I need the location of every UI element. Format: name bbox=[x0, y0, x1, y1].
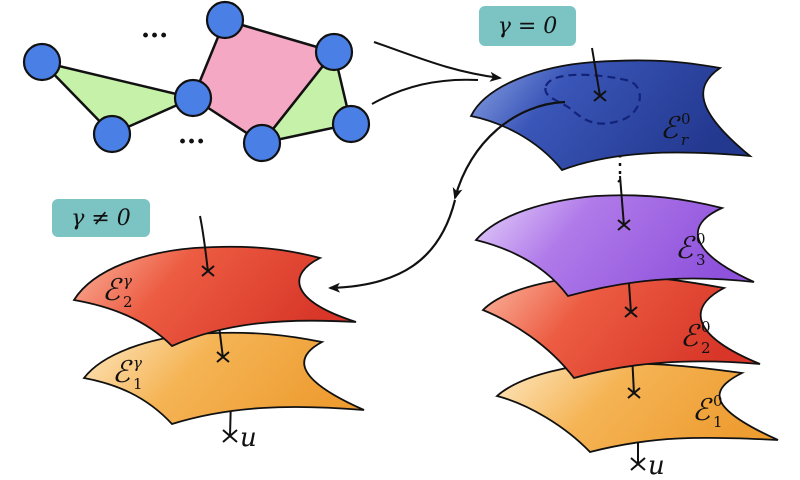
fiber-line-stack-top bbox=[617, 179, 621, 183]
green-face-right bbox=[260, 50, 353, 145]
hypergraph: ··· ··· bbox=[22, 0, 371, 163]
graph-node bbox=[314, 32, 354, 72]
label-e2-gamma: ℰ γ 2 bbox=[102, 272, 133, 311]
svg-text:0: 0 bbox=[681, 110, 691, 128]
svg-text:ℰ: ℰ bbox=[112, 355, 133, 390]
svg-text:γ: γ bbox=[133, 354, 142, 372]
fiber-mark-right-1 bbox=[627, 387, 641, 399]
u-label-left: u bbox=[240, 423, 257, 453]
svg-text:r: r bbox=[681, 131, 689, 149]
svg-text:ℰ: ℰ bbox=[102, 273, 123, 308]
svg-text:2: 2 bbox=[701, 339, 711, 357]
label-er-zero: ℰ 0 r bbox=[660, 110, 691, 149]
graph-node bbox=[173, 78, 213, 118]
sheet-e2-zero bbox=[481, 275, 761, 380]
graph-dots-top: ··· bbox=[141, 21, 168, 51]
fiber-line-top bbox=[591, 47, 601, 97]
sheet-e1-zero bbox=[495, 362, 779, 454]
svg-text:ℰ: ℰ bbox=[692, 393, 713, 428]
sheet-er-zero bbox=[469, 59, 753, 172]
gamma-nonzero-badge: γ ≠ 0 bbox=[52, 199, 150, 237]
arrow-sheet-to-gamma-stack bbox=[452, 100, 566, 200]
fiber-line-left-2 bbox=[199, 215, 209, 273]
u-label-right: u bbox=[648, 451, 665, 480]
svg-text:γ: γ bbox=[123, 272, 132, 290]
graph-node bbox=[205, 0, 245, 40]
label-e3-zero: ℰ 0 3 bbox=[675, 230, 706, 269]
svg-text:3: 3 bbox=[696, 251, 706, 269]
svg-text:0: 0 bbox=[713, 392, 723, 410]
label-e2-zero: ℰ 0 2 bbox=[680, 318, 711, 357]
svg-text:2: 2 bbox=[123, 293, 133, 311]
dashed-region bbox=[544, 73, 641, 125]
svg-text:ℰ: ℰ bbox=[660, 111, 681, 146]
svg-text:1: 1 bbox=[133, 375, 143, 393]
svg-text:ℰ: ℰ bbox=[675, 231, 696, 266]
label-e1-zero: ℰ 0 1 bbox=[692, 392, 723, 431]
graph-node bbox=[331, 104, 371, 144]
fiber-mark-u-right bbox=[630, 457, 646, 471]
gamma-zero-label: γ = 0 bbox=[497, 13, 558, 39]
svg-text:ℰ: ℰ bbox=[680, 319, 701, 354]
fiber-line-right-3 bbox=[619, 175, 625, 227]
sheet-e3-zero bbox=[474, 194, 755, 298]
graph-node bbox=[22, 42, 62, 82]
svg-text:1: 1 bbox=[713, 413, 723, 431]
svg-text:0: 0 bbox=[701, 318, 711, 336]
connector-graph-to-sheet-lower bbox=[371, 78, 479, 105]
label-e1-gamma: ℰ γ 1 bbox=[112, 354, 143, 393]
arrow-gamma-to-left-sheet bbox=[328, 199, 457, 293]
arrow-graph-to-sheet-upper bbox=[373, 41, 502, 82]
fiber-mark-left-2 bbox=[201, 265, 215, 277]
gamma-nonzero-label: γ ≠ 0 bbox=[71, 205, 131, 231]
graph-dots-bottom: ··· bbox=[178, 127, 205, 157]
sheet-e2-gamma bbox=[72, 245, 357, 348]
fiber-mark-right-2 bbox=[624, 306, 638, 318]
fiber-mark-top bbox=[593, 90, 607, 102]
fiber-mark-u-left bbox=[222, 429, 238, 443]
green-face-left bbox=[40, 60, 195, 136]
svg-text:0: 0 bbox=[696, 230, 706, 248]
gamma-zero-badge: γ = 0 bbox=[479, 6, 576, 46]
fiber-mark-left-1 bbox=[216, 351, 230, 363]
graph-node bbox=[92, 114, 132, 154]
fiber-mark-right-3 bbox=[617, 219, 631, 231]
graph-node bbox=[242, 123, 282, 163]
